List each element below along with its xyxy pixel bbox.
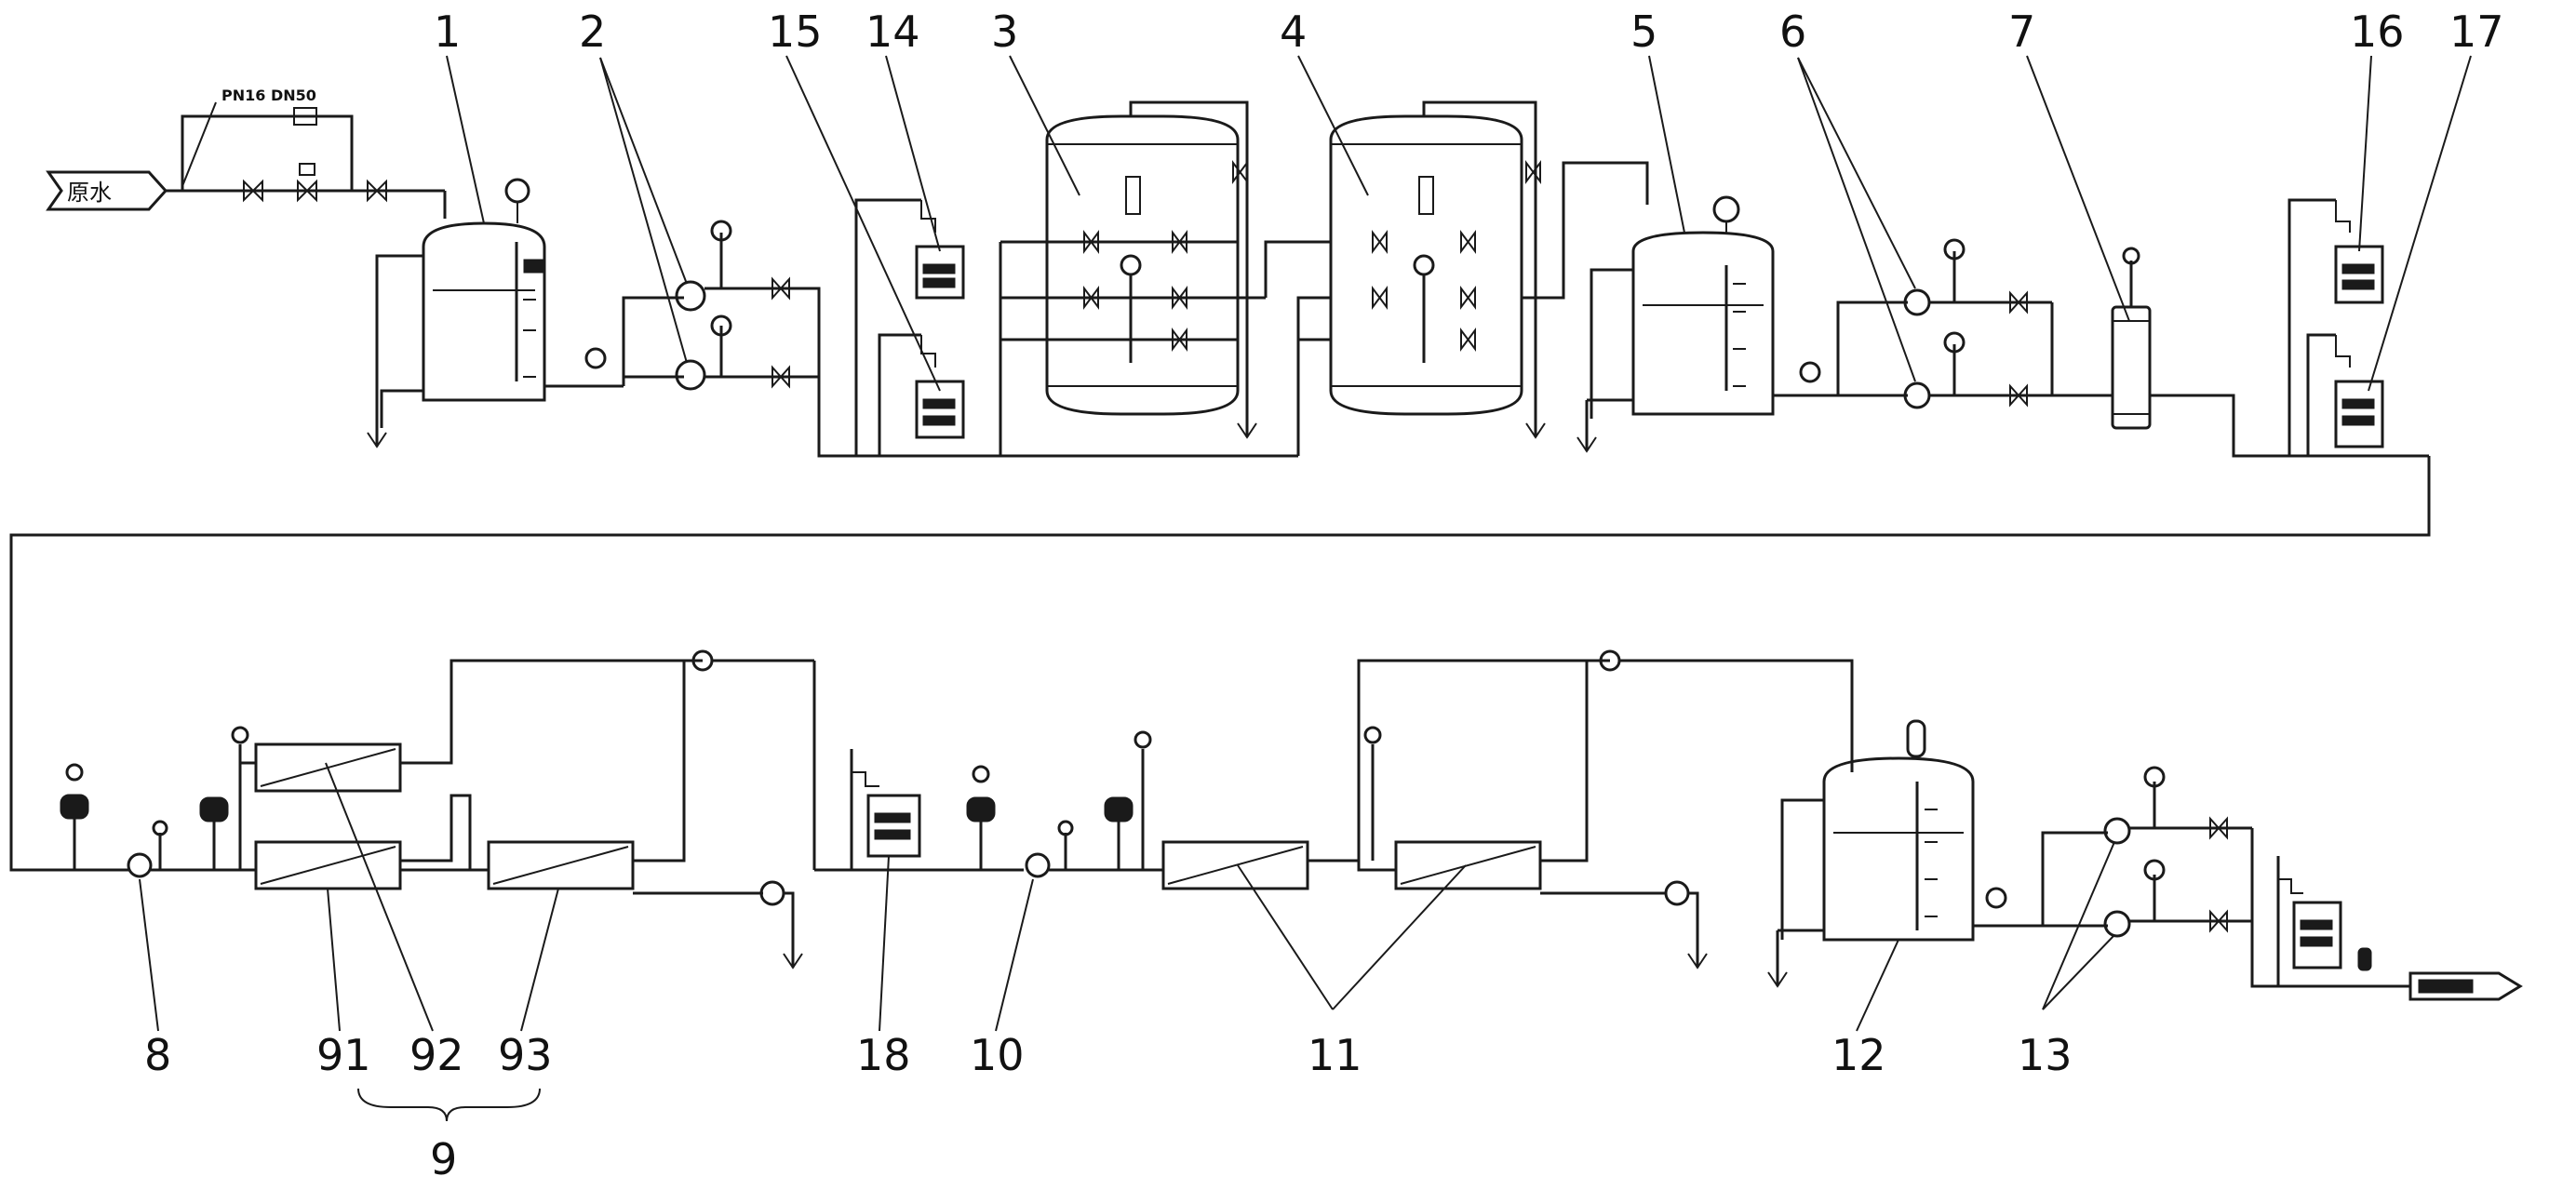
dosing-unit-15 xyxy=(854,198,965,456)
ref-17: 17 xyxy=(2449,7,2504,57)
ref-16: 16 xyxy=(2350,7,2405,57)
ref-92: 92 xyxy=(409,1030,464,1080)
product-water-tank-12 xyxy=(1767,719,1975,988)
reference-labels: 1 2 3 4 5 6 7 15 14 16 17 8 91 92 93 xyxy=(139,7,2504,1184)
ref-14: 14 xyxy=(865,7,920,57)
cartridge-filter-7 xyxy=(2111,247,2152,430)
transfer-pipe xyxy=(9,456,2431,872)
ref-2: 2 xyxy=(579,7,606,57)
ref-15: 15 xyxy=(768,7,823,57)
ref-91: 91 xyxy=(316,1030,371,1080)
high-pressure-pump-8 xyxy=(60,763,256,878)
raw-water-inlet: 原水 xyxy=(46,170,168,211)
ref-8: 8 xyxy=(144,1030,171,1080)
booster-pumps-6 xyxy=(1836,238,2113,409)
intermediate-tank-5 xyxy=(1576,195,1775,453)
ref-3: 3 xyxy=(991,7,1018,57)
group-bracket-9 xyxy=(357,1088,541,1122)
inlet-label: 原水 xyxy=(67,180,112,206)
ref-13: 13 xyxy=(2018,1030,2073,1080)
ref-9: 9 xyxy=(430,1134,457,1184)
product-outlet xyxy=(2408,971,2523,1001)
feed-pumps-2 xyxy=(622,220,856,458)
ref-7: 7 xyxy=(2008,7,2035,57)
ref-1: 1 xyxy=(434,7,461,57)
dosing-unit-17 xyxy=(2334,335,2384,448)
ref-93: 93 xyxy=(498,1030,553,1080)
ref-6: 6 xyxy=(1779,7,1806,57)
ref-10: 10 xyxy=(970,1030,1025,1080)
raw-water-tank-1 xyxy=(367,178,546,448)
filter-vessel-4 xyxy=(1264,100,1546,456)
ref-18: 18 xyxy=(856,1030,911,1080)
outlet-dosing-unit xyxy=(2276,856,2372,986)
ref-4: 4 xyxy=(1280,7,1307,57)
ro-membranes-11 xyxy=(1161,649,1854,969)
high-pressure-pump-10 xyxy=(966,730,1163,878)
ref-11: 11 xyxy=(1308,1030,1362,1080)
filter-vessel-3 xyxy=(999,100,1266,456)
inlet-header xyxy=(166,107,447,219)
inlet-pipe-spec: PN16 DN50 xyxy=(221,87,316,104)
ref-5: 5 xyxy=(1630,7,1657,57)
dosing-unit-14 xyxy=(878,333,965,456)
ref-12: 12 xyxy=(1831,1030,1886,1080)
ro-membranes-9 xyxy=(231,649,816,969)
dosing-unit-18 xyxy=(850,749,921,870)
product-pumps-13 xyxy=(2041,766,2410,988)
